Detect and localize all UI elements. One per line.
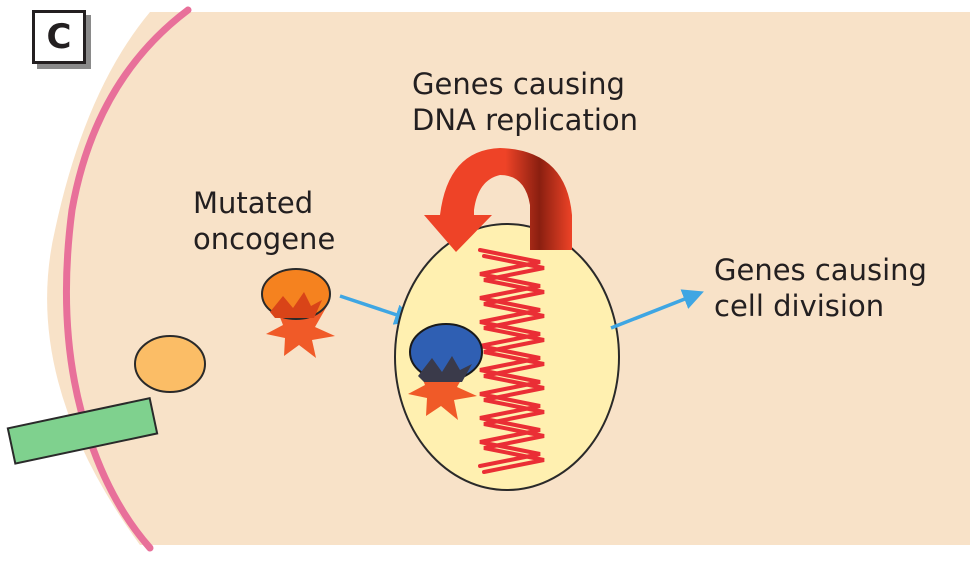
panel-letter: C [46, 17, 72, 57]
curved-arrow [424, 148, 572, 252]
dna-helix [478, 248, 545, 474]
oncogene-inner-notch [270, 292, 322, 318]
label-line: Genes causing [714, 253, 927, 287]
receptor-protein [6, 397, 159, 465]
arrow-to-cell-division [610, 289, 704, 330]
label-line: oncogene [193, 222, 336, 256]
label-genes-cell-division: Genes causing cell division [714, 252, 927, 324]
cell-membrane [62, 6, 192, 552]
vesicle [134, 335, 206, 393]
label-genes-dna-replication: Genes causing DNA replication [412, 66, 638, 138]
label-line: Genes causing [412, 67, 625, 101]
label-line: DNA replication [412, 103, 638, 137]
label-line: cell division [714, 289, 885, 323]
label-mutated-oncogene: Mutated oncogene [193, 185, 335, 257]
panel-label: C [32, 10, 86, 64]
bound-protein-inner-notch [418, 356, 472, 382]
label-line: Mutated [193, 186, 314, 220]
